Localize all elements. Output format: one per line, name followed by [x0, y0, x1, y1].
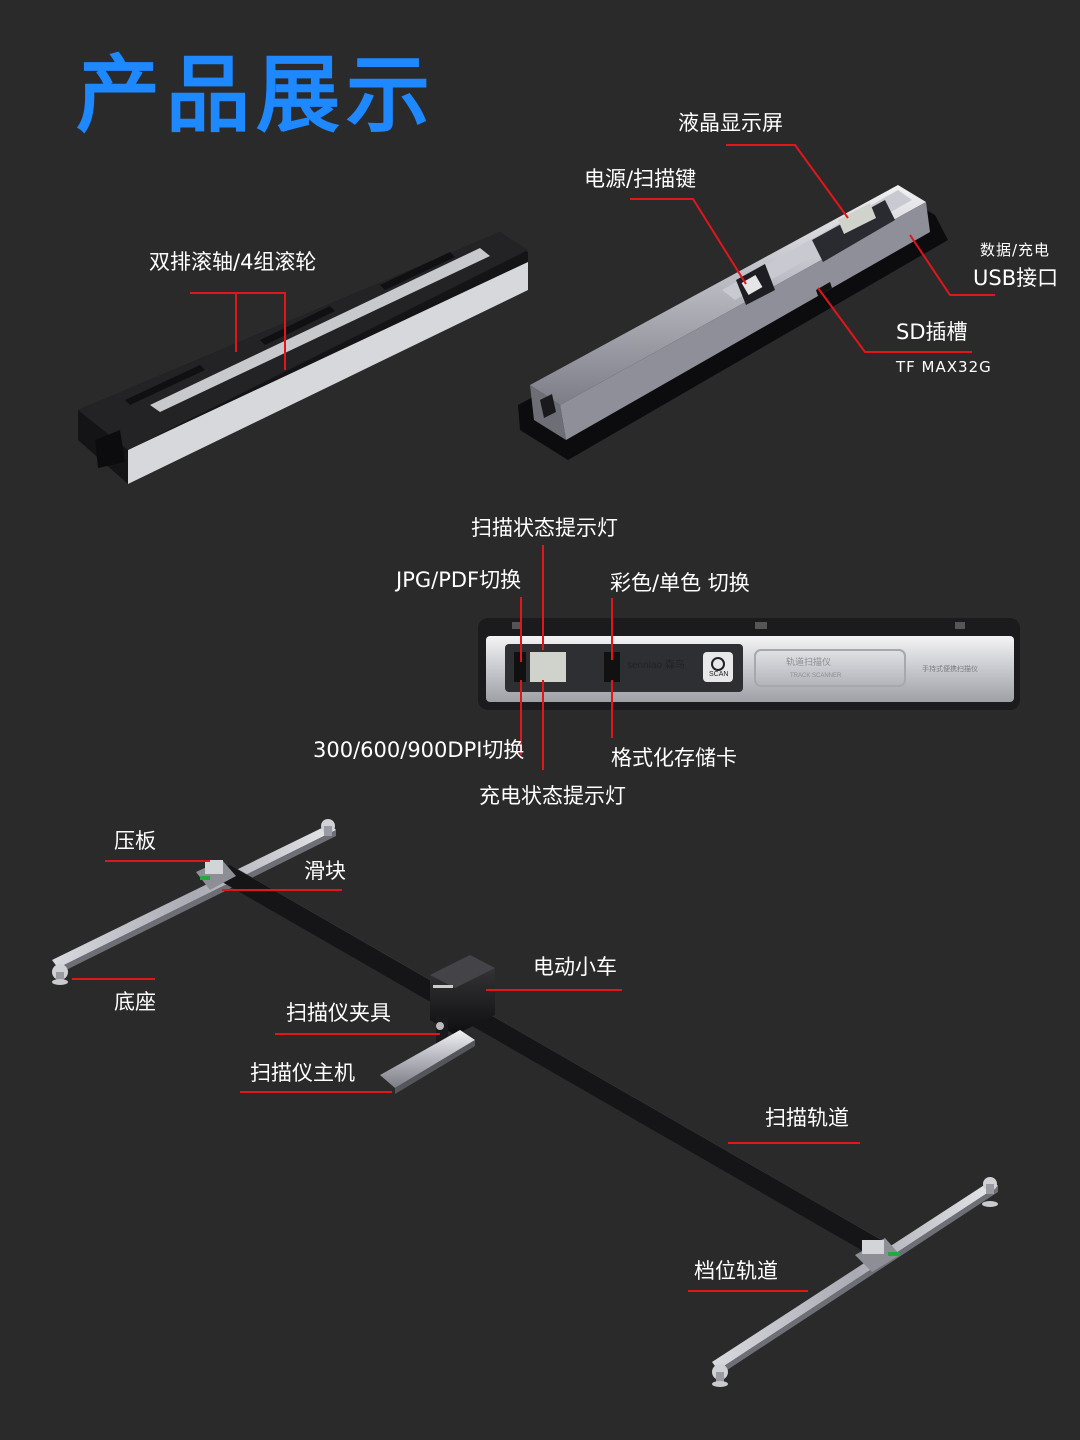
track-scanner-image	[52, 819, 998, 1387]
label-scanner-clamp: 扫描仪夹具	[286, 1001, 391, 1025]
label-dpi: 300/600/900DPI切换	[313, 738, 525, 762]
scanner-front-panel-image	[478, 618, 1020, 710]
label-scanner-host: 扫描仪主机	[250, 1061, 355, 1085]
label-tf-max: TF MAX32G	[896, 358, 992, 376]
label-scan-status-light: 扫描状态提示灯	[471, 516, 618, 540]
scanner-top-image	[518, 185, 948, 460]
brand-text: senniao 森鸟	[627, 658, 685, 671]
label-lcd: 液晶显示屏	[678, 111, 783, 135]
panel-title-text: 轨道扫描仪	[786, 656, 831, 668]
label-press-plate: 压板	[114, 829, 156, 853]
label-rollers: 双排滚轴/4组滚轮	[149, 250, 317, 274]
panel-subtitle-text: TRACK SCANNER	[790, 673, 842, 679]
label-slider: 滑块	[304, 859, 346, 883]
label-usb-line2: USB接口	[973, 266, 1059, 290]
scan-button-text[interactable]: SCAN	[709, 671, 728, 678]
label-color-mono: 彩色/单色 切换	[610, 571, 750, 595]
label-base: 底座	[114, 990, 156, 1014]
label-gear-track: 档位轨道	[694, 1259, 778, 1283]
panel-caption-text: 手持式便携扫描仪	[922, 664, 978, 673]
page-title: 产品展示	[76, 46, 437, 144]
label-charge-light: 充电状态提示灯	[479, 784, 626, 808]
label-electric-cart: 电动小车	[533, 955, 617, 979]
leader-lines	[72, 144, 995, 1292]
label-format-card: 格式化存储卡	[611, 746, 737, 770]
label-jpg-pdf: JPG/PDF切换	[396, 568, 522, 592]
scanner-bottom-image	[78, 232, 528, 484]
label-power-scan-key: 电源/扫描键	[584, 167, 697, 191]
label-scan-track: 扫描轨道	[765, 1106, 849, 1130]
label-usb-line1: 数据/充电	[980, 241, 1051, 259]
label-sd-slot: SD插槽	[896, 320, 968, 344]
